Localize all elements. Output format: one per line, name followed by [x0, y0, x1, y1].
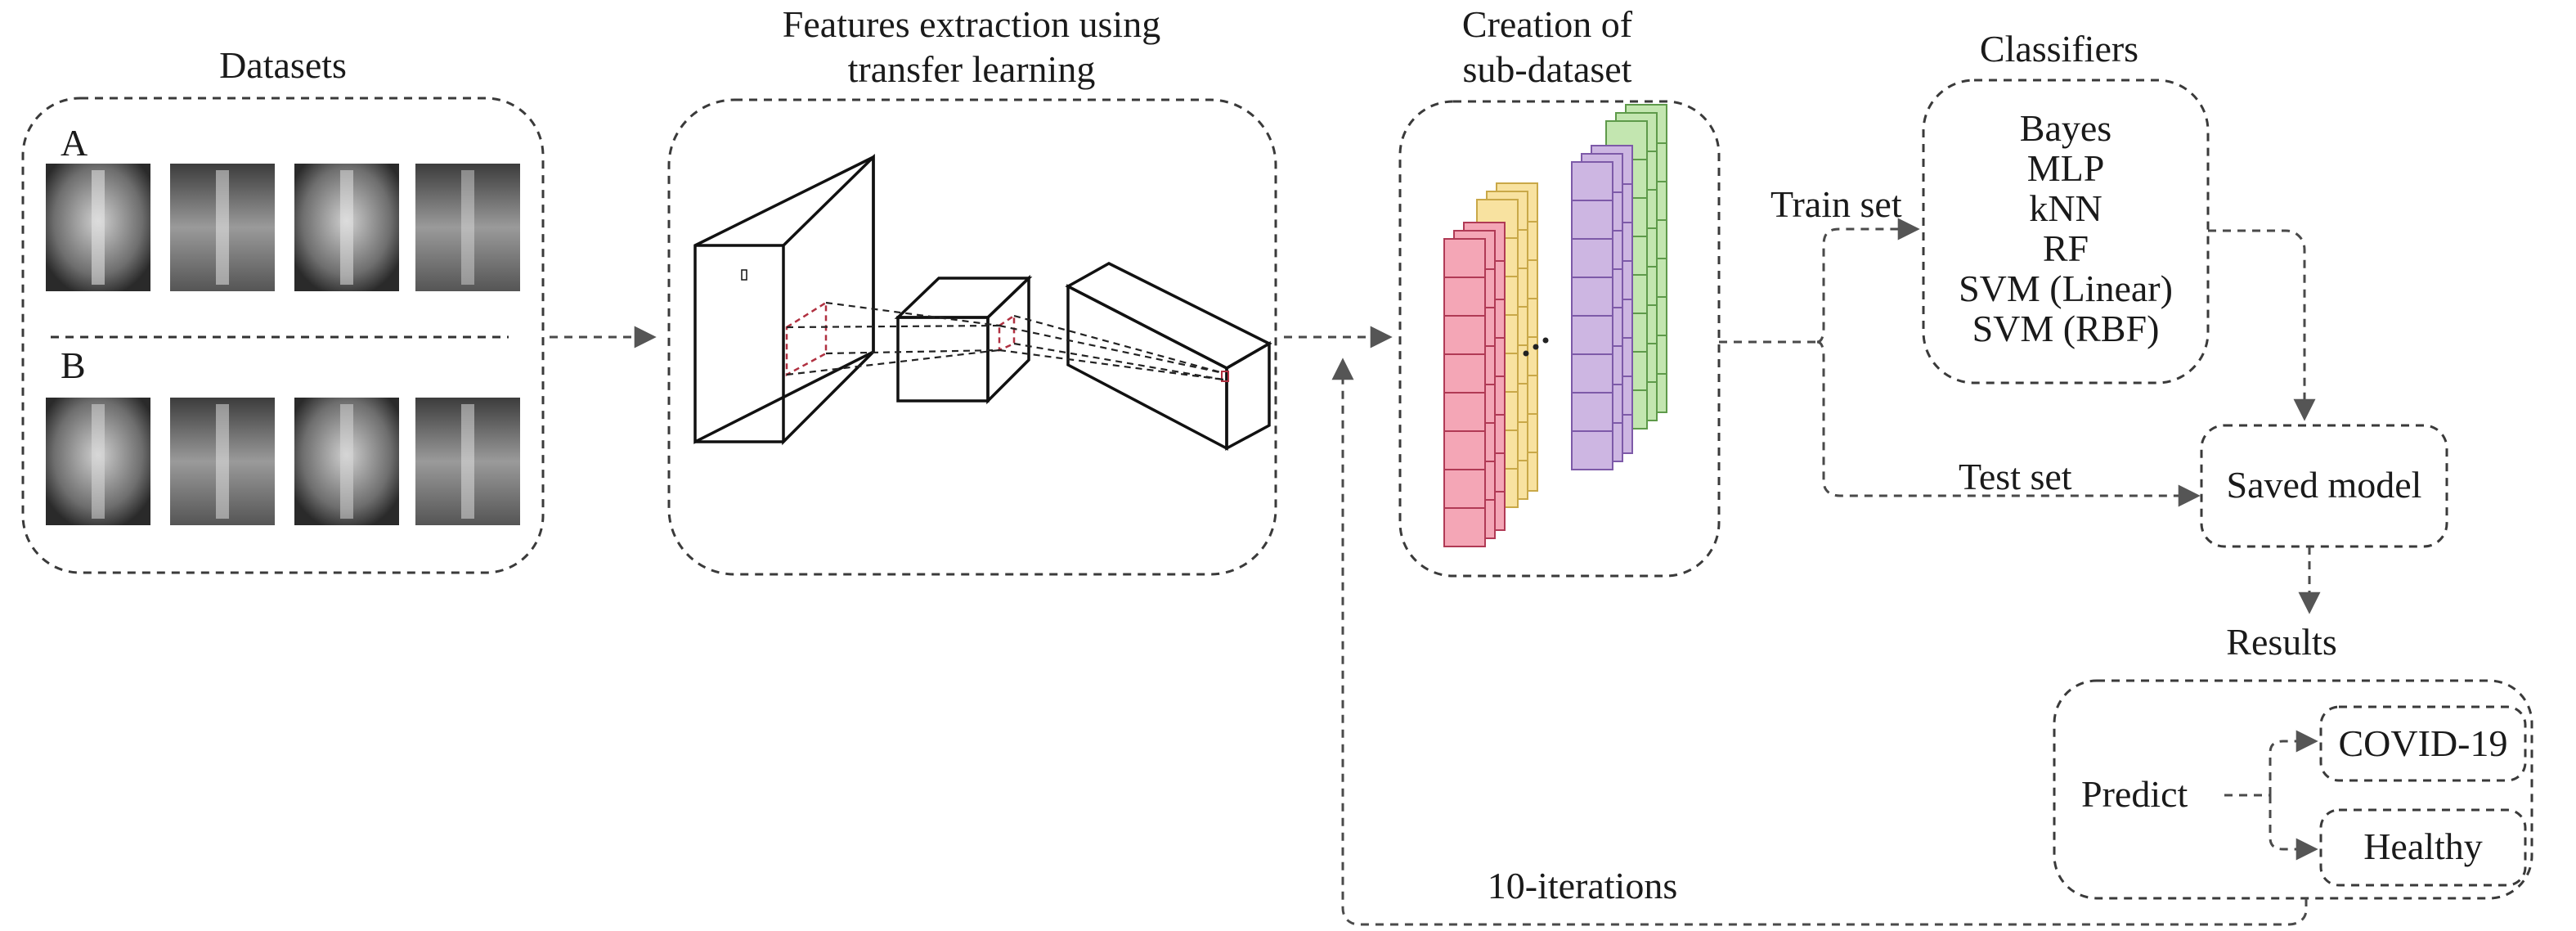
arrow-to-covid: [2269, 730, 2318, 795]
arrow-classifiers-to-model: [2208, 229, 2316, 421]
feature-cell: [1571, 200, 1613, 240]
xray-images-b: [46, 398, 520, 525]
feature-cell: [1443, 238, 1486, 278]
feature-cell: [1443, 315, 1486, 355]
cnn-layers: [693, 153, 1272, 451]
subset-box: [1398, 100, 1721, 578]
feature-cell: [1571, 238, 1613, 278]
subset-title-line2: sub-dataset: [1463, 48, 1632, 90]
features-title-line2: transfer learning: [848, 48, 1096, 90]
feature-cell: [1571, 430, 1613, 470]
arrow-to-healthy: [2269, 795, 2318, 861]
feature-cell: [1443, 469, 1486, 509]
datasets-title: Datasets: [219, 44, 347, 86]
cnn-layer-1: [693, 153, 875, 446]
classifier-item: Bayes: [2020, 107, 2112, 149]
feature-cell: [1571, 392, 1613, 432]
cnn-layer-3: [1065, 262, 1272, 451]
test-set-label: Test set: [1959, 456, 2072, 497]
xray-image: [415, 164, 520, 291]
classifier-list: Bayes MLP kNN RF SVM (Linear) SVM (RBF): [1959, 107, 2173, 349]
classifier-item: SVM (Linear): [1959, 268, 2173, 309]
cnn-layer-2: [894, 274, 1033, 405]
xray-image: [46, 398, 150, 525]
connection-lines: [786, 301, 1224, 381]
xray-image: [170, 398, 275, 525]
saved-model-label: Saved model: [2227, 464, 2422, 506]
xray-image: [170, 164, 275, 291]
xray-images-a: [46, 164, 520, 291]
features-box: [667, 98, 1277, 576]
arrow-iteration-loop: [1331, 358, 2308, 926]
group-a-label: A: [61, 122, 88, 164]
feature-cell: [1443, 430, 1486, 470]
feature-stacks: [1443, 104, 1667, 547]
feature-cell: [1443, 392, 1486, 432]
results-box: [2053, 679, 2533, 900]
feature-cell: [1571, 277, 1613, 317]
feature-cell: [1443, 353, 1486, 394]
saved-model-box: [2200, 424, 2448, 548]
classifier-item: RF: [2043, 227, 2089, 269]
predict-label: Predict: [2081, 773, 2188, 815]
iterations-label: 10-iterations: [1488, 865, 1678, 906]
outcome-healthy: Healthy: [2363, 825, 2483, 867]
datasets-box: [21, 97, 545, 574]
classifiers-box: [1922, 79, 2210, 385]
xray-image: [415, 398, 520, 525]
classifier-item: SVM (RBF): [1972, 308, 2160, 349]
feature-cell: [1571, 315, 1613, 355]
feature-cell: [1571, 161, 1613, 201]
arrow-train-set: [1816, 218, 1920, 344]
classifier-item: kNN: [2029, 187, 2102, 229]
feature-cell: [1443, 507, 1486, 547]
purple-feature-stack: [1571, 145, 1633, 470]
outcome-covid: COVID-19: [2339, 722, 2508, 764]
group-b-label: B: [61, 344, 86, 386]
arrow-test-set: [1816, 340, 2201, 507]
ellipsis-dots: [1523, 337, 1549, 357]
classifier-item: MLP: [2027, 147, 2105, 189]
receptive-fields: [785, 300, 1229, 382]
feature-cell: [1571, 353, 1613, 394]
features-title-line1: Features extraction using: [783, 3, 1160, 45]
feature-cell: [1443, 277, 1486, 317]
results-title: Results: [2226, 621, 2336, 663]
covid-box: [2319, 705, 2527, 782]
xray-image: [294, 398, 399, 525]
xray-image: [294, 164, 399, 291]
xray-image: [46, 164, 150, 291]
subset-title-line1: Creation of: [1462, 3, 1633, 45]
train-set-label: Train set: [1770, 183, 1902, 225]
classifiers-title: Classifiers: [1980, 28, 2138, 70]
red-feature-stack: [1443, 222, 1506, 547]
